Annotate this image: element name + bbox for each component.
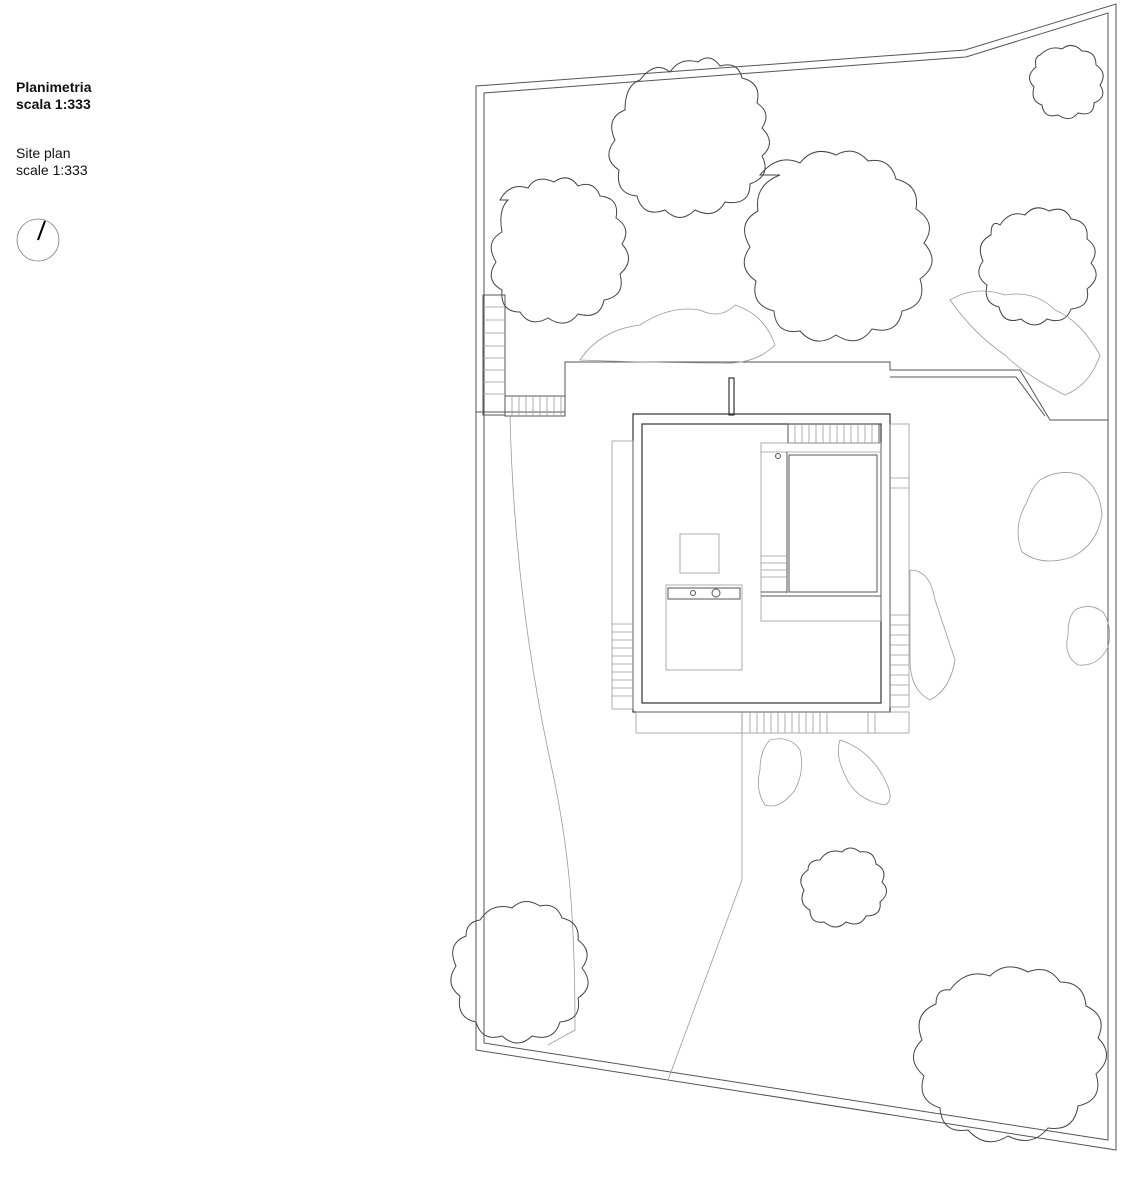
footpath bbox=[509, 415, 743, 1081]
stairs-north-west bbox=[482, 294, 566, 417]
trees bbox=[450, 45, 1107, 1143]
chimney bbox=[728, 377, 735, 416]
scale-it: scala 1:333 bbox=[16, 96, 91, 112]
title-it-line1: Planimetria bbox=[16, 79, 92, 95]
house-footprint bbox=[611, 413, 910, 734]
shrubs bbox=[579, 290, 1111, 807]
north-arrow-icon bbox=[16, 218, 60, 262]
legend: Planimetria scala 1:333 Site plan scale … bbox=[16, 79, 91, 179]
scale-en: scale 1:333 bbox=[16, 162, 88, 178]
title-english: Site plan scale 1:333 bbox=[16, 145, 91, 179]
site-boundary bbox=[475, 3, 1117, 1151]
terrace-outline bbox=[476, 361, 1108, 421]
title-italian: Planimetria scala 1:333 bbox=[16, 79, 91, 113]
title-en-line1: Site plan bbox=[16, 145, 71, 161]
